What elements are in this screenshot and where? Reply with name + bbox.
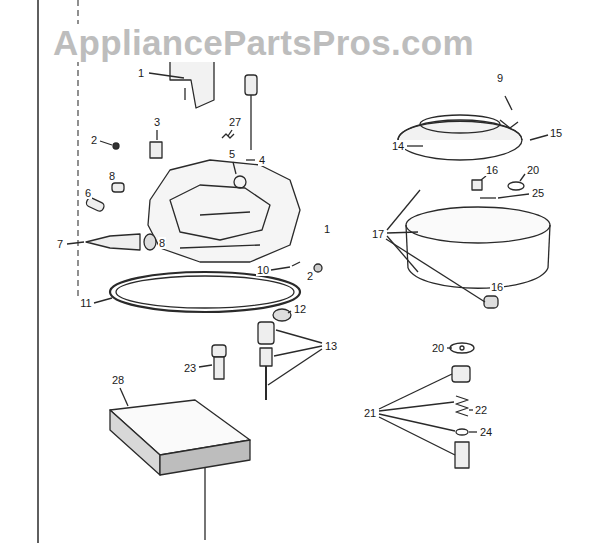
callout-number: 8 (108, 170, 116, 182)
callout-number: 2 (306, 270, 314, 282)
callout-number: 5 (228, 148, 236, 160)
callout-number: 11 (79, 297, 92, 309)
callout-number: 20 (526, 164, 540, 176)
callout-number: 8 (158, 237, 166, 249)
callout-number: 20 (431, 342, 445, 354)
callout-number: 7 (56, 238, 64, 250)
callout-number: 1 (137, 67, 145, 79)
callout-number: 25 (531, 187, 545, 199)
callout-number: 3 (153, 116, 161, 128)
callout-number: 14 (391, 140, 405, 152)
callout-number: 10 (256, 264, 270, 276)
callout-number: 16 (485, 164, 499, 176)
callout-number: 9 (496, 72, 504, 84)
callout-number: 17 (371, 228, 385, 240)
callout-number: 12 (293, 303, 307, 315)
callout-number: 28 (111, 374, 125, 386)
callout-number: 23 (183, 362, 197, 374)
callout-number: 16 (490, 281, 504, 293)
callout-number: 22 (474, 404, 488, 416)
callout-number: 24 (479, 426, 493, 438)
callout-number: 27 (228, 116, 242, 128)
callout-number: 15 (549, 127, 563, 139)
callout-number: 6 (84, 187, 92, 199)
callout-number: 1 (323, 223, 331, 235)
callout-number: 4 (258, 154, 266, 166)
callout-number: 21 (363, 407, 377, 419)
callout-number: 13 (324, 340, 338, 352)
watermark: AppliancePartsPros.com (52, 24, 475, 62)
callout-number: 2 (90, 134, 98, 146)
